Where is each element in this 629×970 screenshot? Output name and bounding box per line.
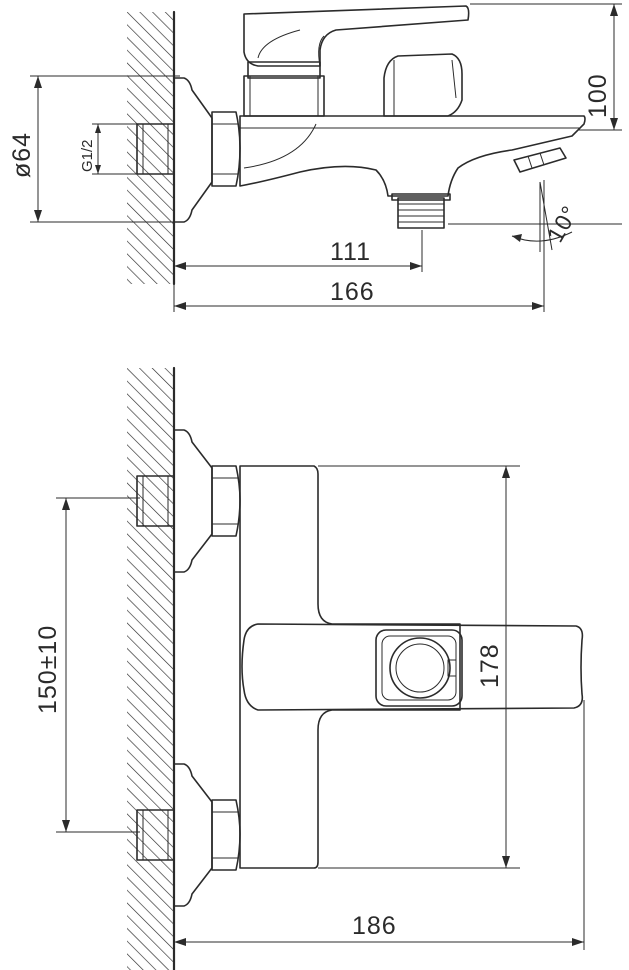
mixer-body-front [239, 465, 461, 869]
dim-diameter-label: ø64 [8, 132, 36, 178]
outlet-thread [397, 197, 445, 229]
cartridge-housing [243, 75, 325, 117]
diverter-knob-front [375, 629, 463, 707]
dim-height-label: 100 [584, 73, 612, 118]
front-view: 150±10 178 186 [34, 366, 585, 970]
side-view: 100 ø64 G1/2 111 166 10° [8, 3, 622, 312]
wall-hatch-bottom [127, 368, 174, 970]
mixer-body-side [239, 115, 586, 197]
dim-total-depth-label: 166 [330, 278, 375, 306]
escutcheon-flange [173, 77, 213, 223]
dim-inlet-to-spout-label: 111 [330, 238, 371, 266]
lever-handle-side [243, 5, 470, 67]
wall-hatch-top [127, 12, 174, 284]
diverter-knob-side [383, 53, 463, 117]
dim-front-total-depth-label: 186 [352, 912, 397, 940]
dim-inlet-spacing-label: 150±10 [34, 625, 62, 714]
dim-thread-label: G1/2 [79, 139, 96, 172]
dim-angle-label: 10° [542, 201, 583, 247]
lever-front [241, 623, 584, 711]
hex-nut [211, 111, 241, 187]
dim-body-height-label: 178 [476, 643, 504, 688]
